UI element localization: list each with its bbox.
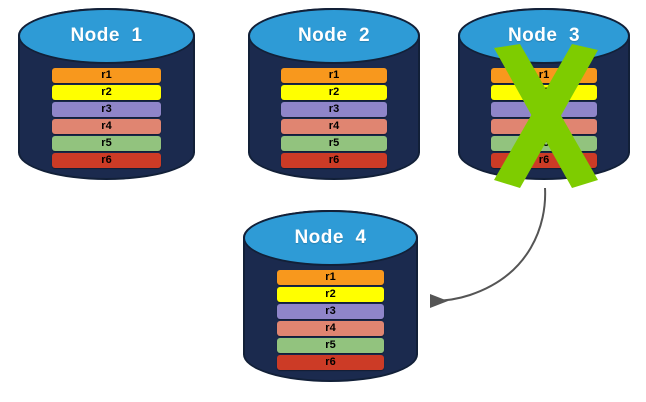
node-3-row-r2-label: r2 bbox=[538, 86, 550, 98]
node-1-cylinder-top: Node 1 bbox=[18, 8, 195, 64]
node-1-row-r4-label: r4 bbox=[101, 120, 112, 132]
node-1[interactable]: Node 1 r1 r2 r3 r4 r5 r6 bbox=[18, 8, 195, 180]
node-1-row-r5-label: r5 bbox=[101, 137, 112, 149]
node-1-row-r4[interactable]: r4 bbox=[52, 119, 161, 134]
node-3-row-r5[interactable]: r5 bbox=[491, 136, 597, 151]
node-3-rows: r1 r2 r3 r4 r5 r6 bbox=[491, 68, 597, 168]
node-3-title: Node 3 bbox=[507, 25, 581, 46]
node-2-cylinder-top: Node 2 bbox=[248, 8, 420, 64]
node-1-row-r3[interactable]: r3 bbox=[52, 102, 161, 117]
node-3-row-r6-label: r6 bbox=[538, 154, 550, 166]
node-1-row-r1[interactable]: r1 bbox=[52, 68, 161, 83]
node-2-row-r1[interactable]: r1 bbox=[281, 68, 387, 83]
node-4-cylinder-top: Node 4 bbox=[243, 210, 418, 266]
node-1-row-r2-label: r2 bbox=[101, 86, 112, 98]
node-4-row-r3[interactable]: r3 bbox=[277, 304, 384, 319]
arrow-path bbox=[429, 187, 547, 309]
node-2-row-r6[interactable]: r6 bbox=[281, 153, 387, 168]
node-2-row-r5-label: r5 bbox=[328, 137, 340, 149]
node-3-row-r3-label: r3 bbox=[538, 103, 550, 115]
node-1-title: Node 1 bbox=[70, 25, 143, 46]
node-2-row-r2-label: r2 bbox=[328, 86, 340, 98]
node-4-rows: r1 r2 r3 r4 r5 r6 bbox=[277, 270, 384, 370]
node-3-row-r4-label: r4 bbox=[538, 120, 550, 132]
node-4-row-r5-label: r5 bbox=[325, 339, 336, 351]
node-1-row-r6-label: r6 bbox=[101, 154, 112, 166]
node-2-rows: r1 r2 r3 r4 r5 r6 bbox=[281, 68, 387, 168]
node-4-row-r2-label: r2 bbox=[325, 288, 336, 300]
node-2-row-r4-label: r4 bbox=[328, 120, 340, 132]
node-4-row-r2[interactable]: r2 bbox=[277, 287, 384, 302]
node-2-row-r2[interactable]: r2 bbox=[281, 85, 387, 100]
node-2-row-r3-label: r3 bbox=[328, 103, 340, 115]
node-3-cylinder-top: Node 3 bbox=[458, 8, 630, 64]
node-4[interactable]: Node 4 r1 r2 r3 r4 r5 r6 bbox=[243, 210, 418, 382]
node-3[interactable]: Node 3 r1 r2 r3 r4 r5 r6 bbox=[458, 8, 630, 180]
node-2[interactable]: Node 2 r1 r2 r3 r4 r5 r6 bbox=[248, 8, 420, 180]
node-4-row-r1-label: r1 bbox=[325, 271, 336, 283]
node-2-row-r1-label: r1 bbox=[328, 69, 340, 81]
node-3-row-r5-label: r5 bbox=[538, 137, 550, 149]
node-2-row-r3[interactable]: r3 bbox=[281, 102, 387, 117]
node-2-row-r6-label: r6 bbox=[328, 154, 340, 166]
node-4-row-r3-label: r3 bbox=[325, 305, 336, 317]
node-3-row-r2[interactable]: r2 bbox=[491, 85, 597, 100]
node-4-row-r4[interactable]: r4 bbox=[277, 321, 384, 336]
node-3-row-r6[interactable]: r6 bbox=[491, 153, 597, 168]
node-4-row-r4-label: r4 bbox=[325, 322, 336, 334]
node-4-row-r6[interactable]: r6 bbox=[277, 355, 384, 370]
node-1-row-r5[interactable]: r5 bbox=[52, 136, 161, 151]
node-1-row-r2[interactable]: r2 bbox=[52, 85, 161, 100]
node-3-row-r1[interactable]: r1 bbox=[491, 68, 597, 83]
node-1-row-r6[interactable]: r6 bbox=[52, 153, 161, 168]
node-1-row-r3-label: r3 bbox=[101, 103, 112, 115]
node-1-rows: r1 r2 r3 r4 r5 r6 bbox=[52, 68, 161, 168]
node-1-row-r1-label: r1 bbox=[101, 69, 112, 81]
node-4-title: Node 4 bbox=[294, 227, 367, 248]
node-4-row-r6-label: r6 bbox=[325, 356, 336, 368]
node-2-row-r5[interactable]: r5 bbox=[281, 136, 387, 151]
node-4-row-r1[interactable]: r1 bbox=[277, 270, 384, 285]
node-4-row-r5[interactable]: r5 bbox=[277, 338, 384, 353]
node-3-row-r1-label: r1 bbox=[538, 69, 550, 81]
node-3-row-r4[interactable]: r4 bbox=[491, 119, 597, 134]
node-3-row-r3[interactable]: r3 bbox=[491, 102, 597, 117]
node-2-row-r4[interactable]: r4 bbox=[281, 119, 387, 134]
node-2-title: Node 2 bbox=[297, 25, 371, 46]
